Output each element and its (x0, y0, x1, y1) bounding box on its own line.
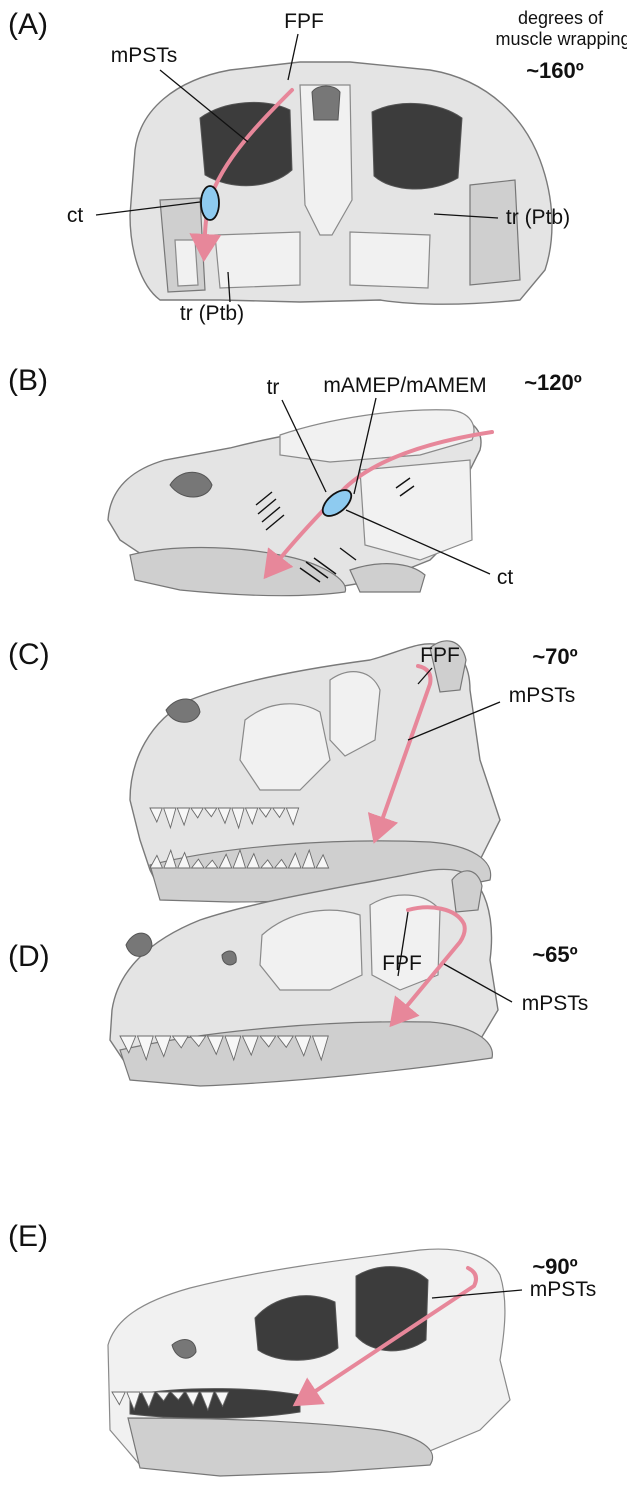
panel-c-degree: ~70º (532, 644, 577, 669)
panel-c-label-mpsts: mPSTs (509, 684, 576, 707)
panel-b-letter: (B) (8, 364, 48, 397)
panel-e-letter: (E) (8, 1220, 48, 1253)
panel-d-label-fpf: FPF (382, 952, 422, 975)
panel-d-degree: ~65º (532, 942, 577, 967)
panel-c: (C) ~70º FPF mPSTs (8, 638, 578, 902)
header-caption: degrees of muscle wrapping (495, 8, 627, 49)
panel-c-label-fpf: FPF (420, 644, 460, 667)
panel-a-skull (130, 62, 552, 304)
panel-e-degree: ~90º (532, 1254, 577, 1279)
panel-e: (E) ~90º mPSTs (8, 1220, 596, 1476)
panel-b-degree: ~120º (524, 370, 582, 395)
panel-a-degree: ~160º (526, 58, 584, 83)
panel-a-ct-ellipse (201, 186, 219, 220)
panel-d-letter: (D) (8, 940, 50, 973)
panel-a-label-fpf: FPF (284, 10, 324, 33)
panel-d: (D) ~65º FPF mPSTs (8, 869, 588, 1086)
panel-b: (B) ~120º tr mAMEP/mAMEM (8, 364, 582, 596)
panel-a-label-tr-right: tr (Ptb) (506, 206, 570, 229)
panel-c-letter: (C) (8, 638, 50, 671)
panel-a-letter: (A) (8, 8, 48, 41)
panel-e-skull (108, 1249, 510, 1476)
panel-b-skull (108, 410, 481, 596)
panel-d-label-mpsts: mPSTs (522, 992, 589, 1015)
panel-b-label-mame: mAMEP/mAMEM (323, 374, 486, 397)
panel-a-label-tr-bottom: tr (Ptb) (180, 302, 244, 325)
header-caption-line-1: degrees of (518, 8, 604, 28)
header-caption-line-2: muscle wrapping (495, 29, 627, 49)
panel-a-label-ct: ct (67, 204, 84, 227)
panel-a: (A) ~160º FPF mPSTs ct tr (Ptb) tr (Ptb (8, 8, 584, 325)
panel-e-label-mpsts: mPSTs (530, 1278, 597, 1301)
panel-b-label-tr: tr (267, 376, 280, 399)
panel-a-label-mpsts: mPSTs (111, 44, 178, 67)
panel-b-label-ct: ct (497, 566, 514, 589)
